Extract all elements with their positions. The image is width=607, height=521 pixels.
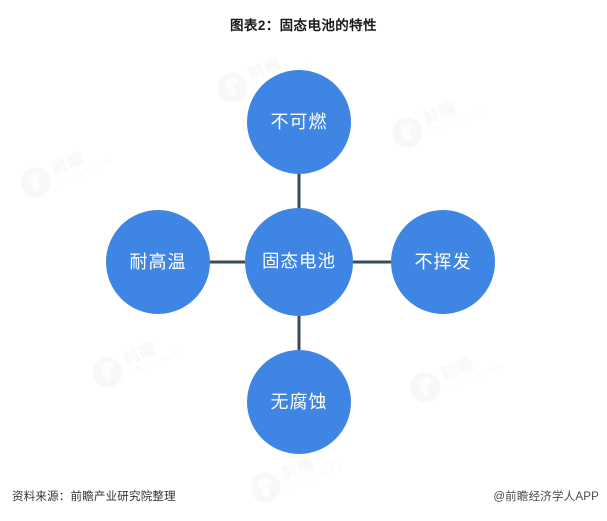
- node-bottom-feature[interactable]: 无腐蚀: [247, 350, 351, 454]
- node-top-feature[interactable]: 不可燃: [247, 70, 351, 174]
- node-center-solid-state-battery[interactable]: 固态电池: [245, 208, 353, 316]
- app-attribution: @前瞻经济学人APP: [493, 491, 599, 503]
- node-right-feature[interactable]: 不挥发: [391, 210, 495, 314]
- node-left-feature[interactable]: 耐高温: [106, 210, 210, 314]
- node-label: 无腐蚀: [270, 391, 328, 412]
- hub-and-spoke-diagram: 不可燃 耐高温 固态电池 不挥发 无腐蚀: [0, 45, 607, 465]
- node-label: 不挥发: [414, 251, 472, 272]
- node-label: 不可燃: [270, 111, 328, 132]
- footer: 资料来源：前瞻产业研究院整理 @前瞻经济学人APP: [0, 469, 607, 521]
- chart-title: 图表2：固态电池的特性: [230, 18, 377, 33]
- source-text: 资料来源：前瞻产业研究院整理: [12, 491, 176, 503]
- connector-lines: [206, 170, 394, 355]
- node-label: 耐高温: [129, 251, 187, 272]
- node-label: 固态电池: [262, 251, 336, 272]
